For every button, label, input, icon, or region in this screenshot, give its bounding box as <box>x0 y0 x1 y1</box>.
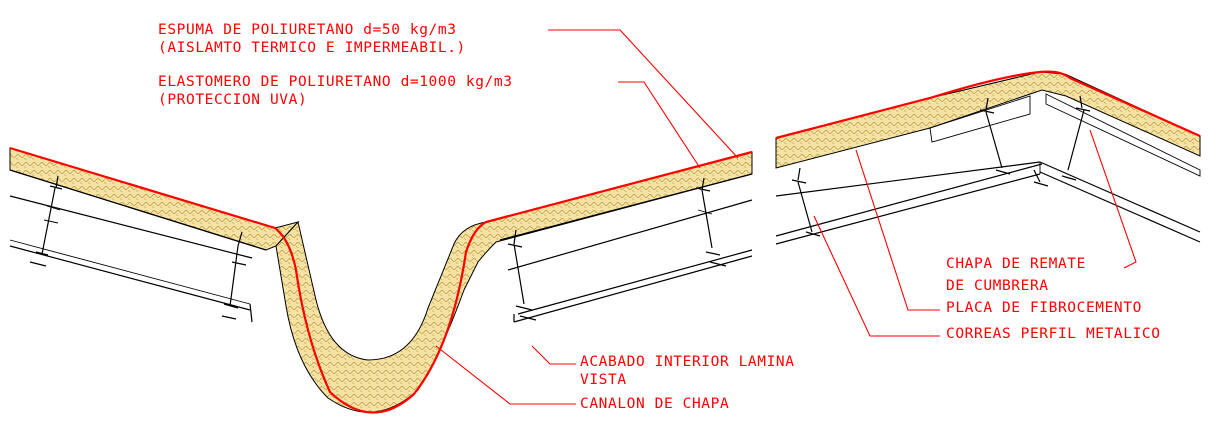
right-purlins <box>507 177 727 321</box>
right-sheet-bottom <box>517 249 753 315</box>
gutter-foam <box>275 151 753 413</box>
label-chapa-2: DE CUMBRERA <box>946 278 1049 294</box>
ridge-purlins <box>791 95 1091 237</box>
label-foam-1: ESPUMA DE POLIURETANO d=50 kg/m3 <box>158 22 457 38</box>
label-placa: PLACA DE FIBROCEMENTO <box>946 300 1142 316</box>
ridge-foam <box>775 71 1201 169</box>
annotation-labels: ESPUMA DE POLIURETANO d=50 kg/m3 (AISLAM… <box>158 22 1161 412</box>
label-correas: CORREAS PERFIL METALICO <box>946 326 1161 342</box>
label-canalon: CANALON DE CHAPA <box>580 396 729 412</box>
left-purlins <box>29 175 247 320</box>
elastomer-skin-ridge <box>775 70 1201 140</box>
valley-gutter-detail <box>9 146 753 414</box>
label-acabado-1: ACABADO INTERIOR LAMINA <box>580 354 795 370</box>
label-chapa-1: CHAPA DE REMATE <box>946 256 1086 272</box>
leader-lines <box>435 29 1137 405</box>
elastomer-skin-left <box>9 146 753 414</box>
label-foam-2: (AISLAMTO TERMICO E IMPERMEABIL.) <box>158 40 466 56</box>
left-sheet-top <box>9 195 253 259</box>
label-acabado-2: VISTA <box>580 372 627 388</box>
ridge-cap <box>929 95 1031 143</box>
label-elastomer-2: (PROTECCION UVA) <box>158 92 307 108</box>
ridge-detail <box>775 70 1201 245</box>
right-sheet-top <box>499 173 753 241</box>
left-sheet-bottom <box>9 245 251 311</box>
label-elastomer-1: ELASTOMERO DE POLIURETANO d=1000 kg/m3 <box>158 74 513 90</box>
